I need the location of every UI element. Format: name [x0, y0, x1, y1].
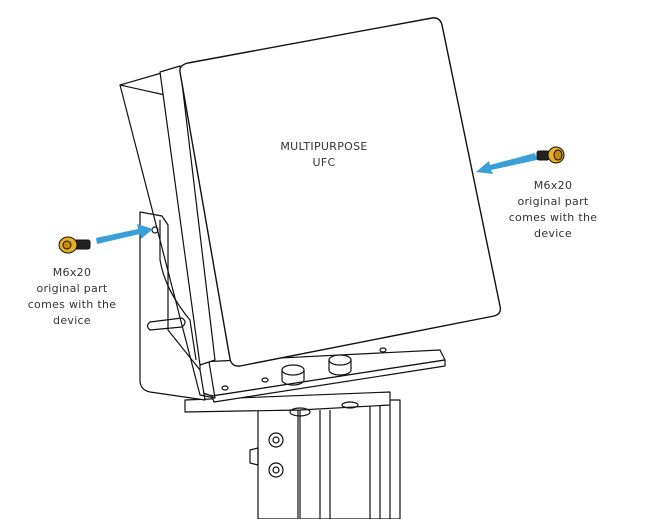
arrow-right [476, 153, 537, 174]
mount-column [249, 399, 401, 519]
callout-text: comes with the [508, 211, 598, 224]
front-panel [179, 17, 502, 367]
screw-icon-left [58, 236, 91, 254]
callout-text: device [53, 314, 91, 327]
screw-size: M6x20 [533, 179, 573, 192]
callout-text: device [534, 227, 572, 240]
callout-left: M6x20 original part comes with the devic… [12, 265, 132, 329]
callout-text: comes with the [27, 298, 117, 311]
callout-right: M6x20 original part comes with the devic… [493, 178, 613, 242]
device-title-line1: MULTIPURPOSE [280, 140, 368, 153]
device-label: MULTIPURPOSE UFC [254, 139, 394, 171]
arrow-left [96, 224, 153, 244]
screw-size: M6x20 [52, 266, 92, 279]
callout-text: original part [517, 195, 589, 208]
screw-icon-right [536, 146, 565, 164]
callout-text: original part [36, 282, 108, 295]
base-plate [184, 347, 446, 417]
device-title-line2: UFC [312, 156, 336, 169]
